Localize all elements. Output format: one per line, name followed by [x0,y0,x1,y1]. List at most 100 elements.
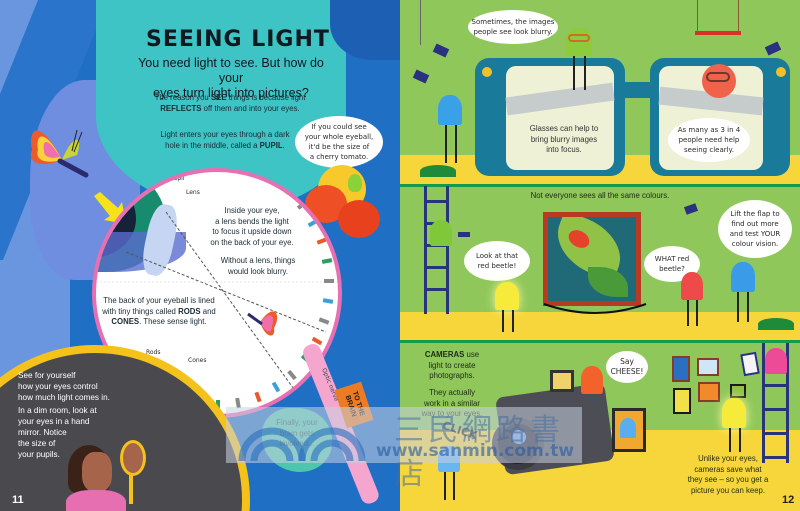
spotlight-icon [764,41,782,56]
yellow-character [495,282,519,310]
label-rods: Rods [146,349,161,356]
character-leg [739,428,741,452]
glasses-on-character [706,72,730,82]
blurry-explanation: Without a lens, things would look blurry… [220,256,296,276]
glasses-rivet [776,67,786,77]
tomato-icon [338,200,380,238]
inverted-butterfly-icon [247,311,278,336]
ladder-rail [786,343,789,463]
cameras-text: CAMERAS use light to create photographs. [424,350,480,380]
pink-character [765,348,787,374]
page-number-right: 12 [782,494,795,506]
character-leg [687,300,689,326]
ladder-rail [424,186,427,314]
photo-cactus [673,388,691,414]
character-leg [453,472,455,500]
dim-room-text: In a dim room, look at your eyes in a ha… [18,406,97,459]
flap-speech-bubble: Lift the flap to find out more and test … [718,200,792,258]
trapeze-rope [697,0,698,32]
painting-canvas [548,217,636,301]
blue-character-onscreen [620,418,636,438]
character-leg [502,310,504,332]
spotlight-icon [683,203,699,215]
green-character [566,28,592,56]
lens-explanation: Inside your eye, a lens bends the light … [210,206,294,247]
ladder-rail [762,343,765,463]
trapeze-bar [695,31,741,35]
unlike-text: Unlike your eyes, cameras save what they… [687,454,769,495]
rods-cones-explanation: The back of your eyeball is lined with t… [102,296,216,326]
glasses-rivet [482,67,492,77]
right-page: Sometimes, the images people see look bl… [400,0,800,511]
blue-character [731,262,755,292]
shelf-divider-2 [400,340,800,343]
see-for-yourself-text: See for yourself how your eyes control h… [18,371,110,402]
ladder-rung [424,288,449,291]
label-cones: Cones [188,357,207,364]
glasses-on-character [568,34,590,42]
character-leg [455,125,457,163]
watermark-overlay: 三民網路書店 www.sanmin.com.tw [226,407,582,492]
mirror-handle [129,474,133,504]
character-leg [584,56,586,90]
ladder-rung [762,384,788,387]
character-leg [729,428,731,452]
beetle-speech-bubble: Look at that red beetle! [464,241,530,281]
stat-speech-bubble: As many as 3 in 4 people need help seein… [668,118,750,162]
intro-text: You need light to see. But how do your e… [128,56,334,101]
spotlight-icon [412,69,430,84]
watermark-url: www.sanmin.com.tw [376,441,575,461]
rod-tick [324,279,334,283]
photo-bird [697,358,719,376]
pupil-text: Light enters your eyes through a dark ho… [160,130,290,150]
photo-leaf [730,384,746,398]
colour-heading: Not everyone sees all the same colours. [530,191,670,200]
blue-character [438,95,462,125]
spotlight-icon [432,43,450,58]
red-character [681,272,703,300]
glasses-bridge [622,82,654,98]
ladder-rung [424,200,449,203]
ladder-rung [762,408,788,411]
photo-sun [698,382,720,402]
character-leg [445,125,447,163]
ladder-rung [424,266,449,269]
yellow-character [722,398,746,428]
glasses-left-lens [506,66,614,170]
character-leg [747,292,749,322]
shelf-divider-1 [400,184,800,187]
flashlight-icon [458,232,470,237]
beetle-painting[interactable] [543,212,641,306]
photo-flower [672,356,690,382]
character-leg [696,300,698,326]
cheese-speech-bubble: Say CHEESE! [606,351,648,383]
green-character-flashlight [430,220,452,246]
hand-mirror-icon [120,440,146,476]
intro-line-1: You need light to see. But how do your [138,56,324,85]
character-leg [512,310,514,332]
girl-shirt [66,490,126,511]
tomato-speech-bubble: If you could see your whole eyeball, it'… [295,116,383,168]
hanging-wire [420,0,421,45]
page-title: SEEING LIGHT [146,27,330,52]
butterfly-icon [30,129,89,178]
page-number-left: 11 [12,494,24,506]
ladder-rung [762,432,788,435]
glasses-text: Glasses can help to bring blurry images … [529,124,599,154]
ladder-hatch [758,318,794,330]
blurry-speech-bubble: Sometimes, the images people see look bl… [468,10,558,44]
watermark-rainbow-logo [238,427,366,461]
girl-face [82,452,112,492]
intro-line-2: eyes turn light into pictures? [153,86,309,100]
trapeze-rope [738,0,739,32]
reflect-text: The reason you SEE things is because lig… [154,93,306,113]
ladder-rail [446,186,449,314]
museum-rope [543,303,647,314]
orange-character [581,366,603,394]
ladder-rung [762,456,788,459]
camera-flash [550,370,574,392]
green-character-icon [348,174,362,192]
character-leg [737,292,739,322]
photo-lighthouse [740,351,760,377]
label-lens: Lens [186,189,200,196]
